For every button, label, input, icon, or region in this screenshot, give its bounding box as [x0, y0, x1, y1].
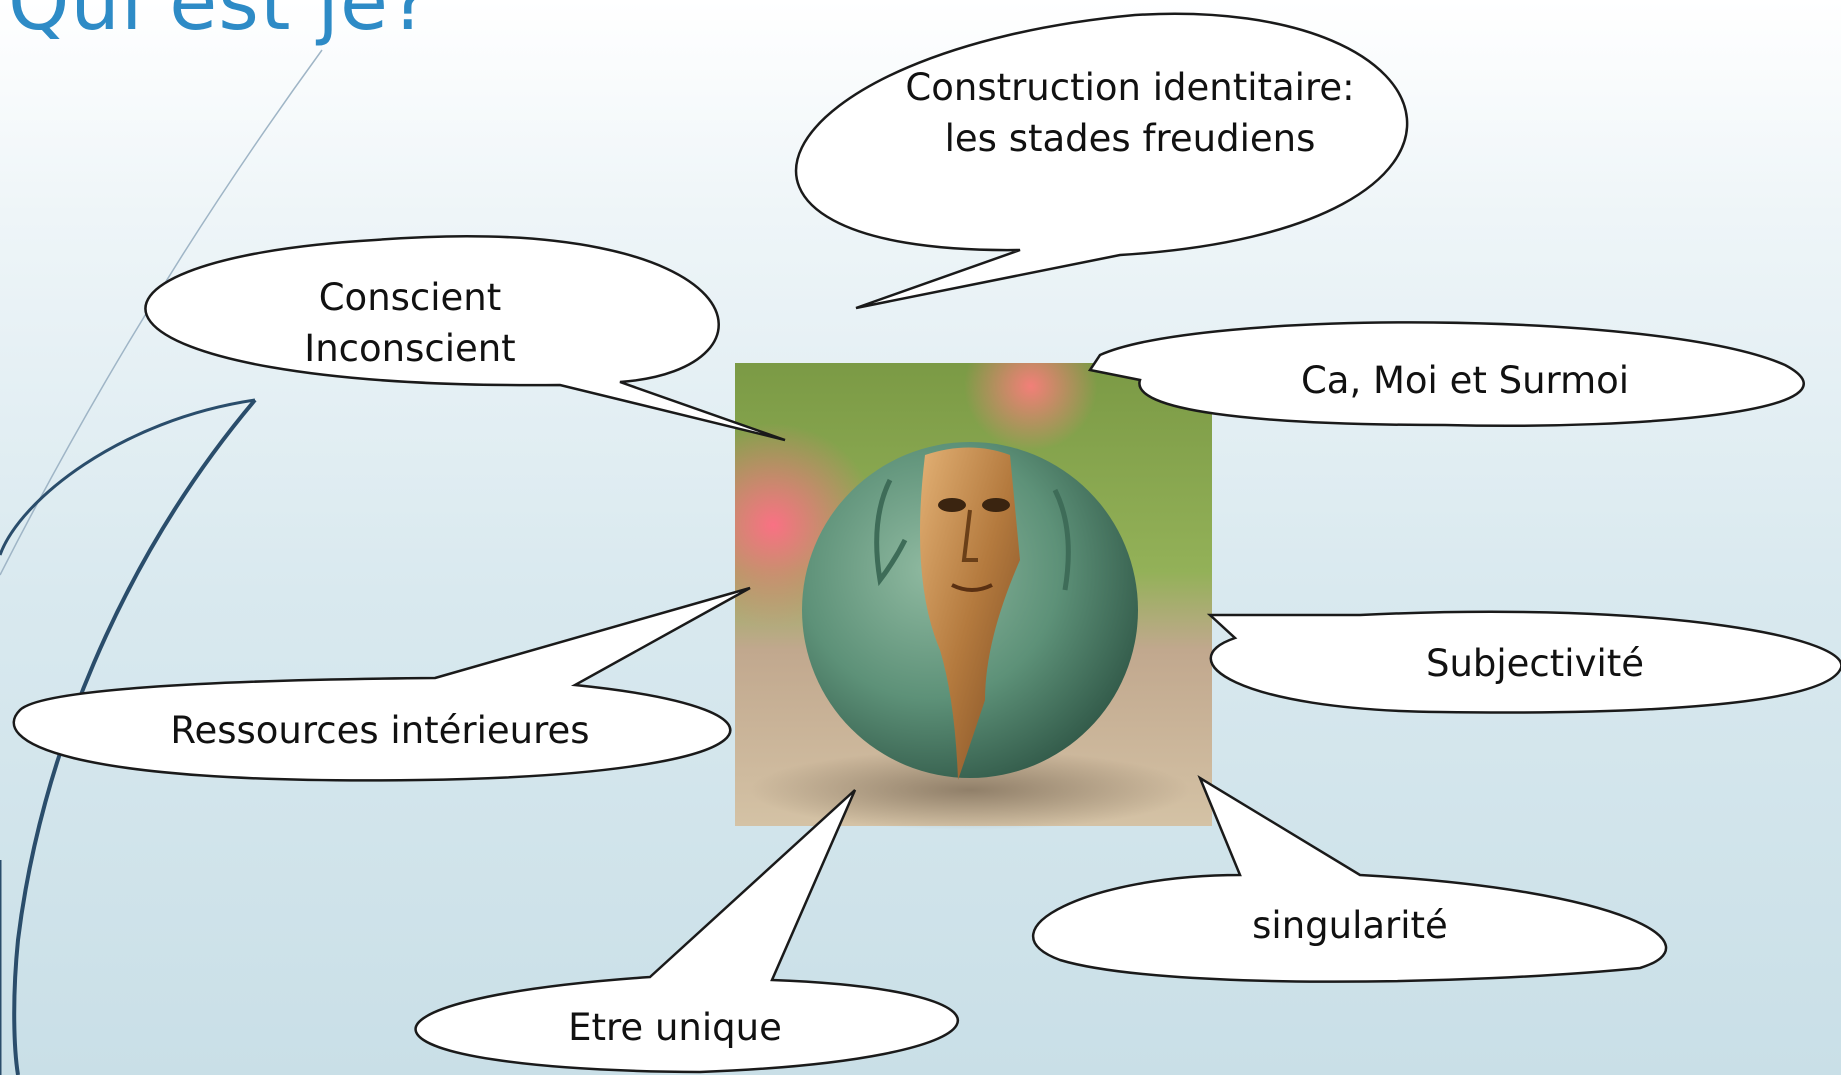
- callout-label-ca-moi: Ca, Moi et Surmoi: [1240, 355, 1690, 406]
- central-sculpture-image: [735, 363, 1212, 830]
- slide-title: Qui est je?: [8, 0, 431, 48]
- callout-label-etre-unique: Etre unique: [530, 1002, 820, 1053]
- callout-label-singularite: singularité: [1190, 900, 1510, 951]
- callout-label-subjectivite: Subjectivité: [1390, 638, 1680, 689]
- callout-label-ressources: Ressources intérieures: [130, 705, 630, 756]
- callout-label-construction: Construction identitaire: les stades fre…: [905, 62, 1355, 164]
- callout-label-conscient: Conscient Inconscient: [270, 272, 550, 374]
